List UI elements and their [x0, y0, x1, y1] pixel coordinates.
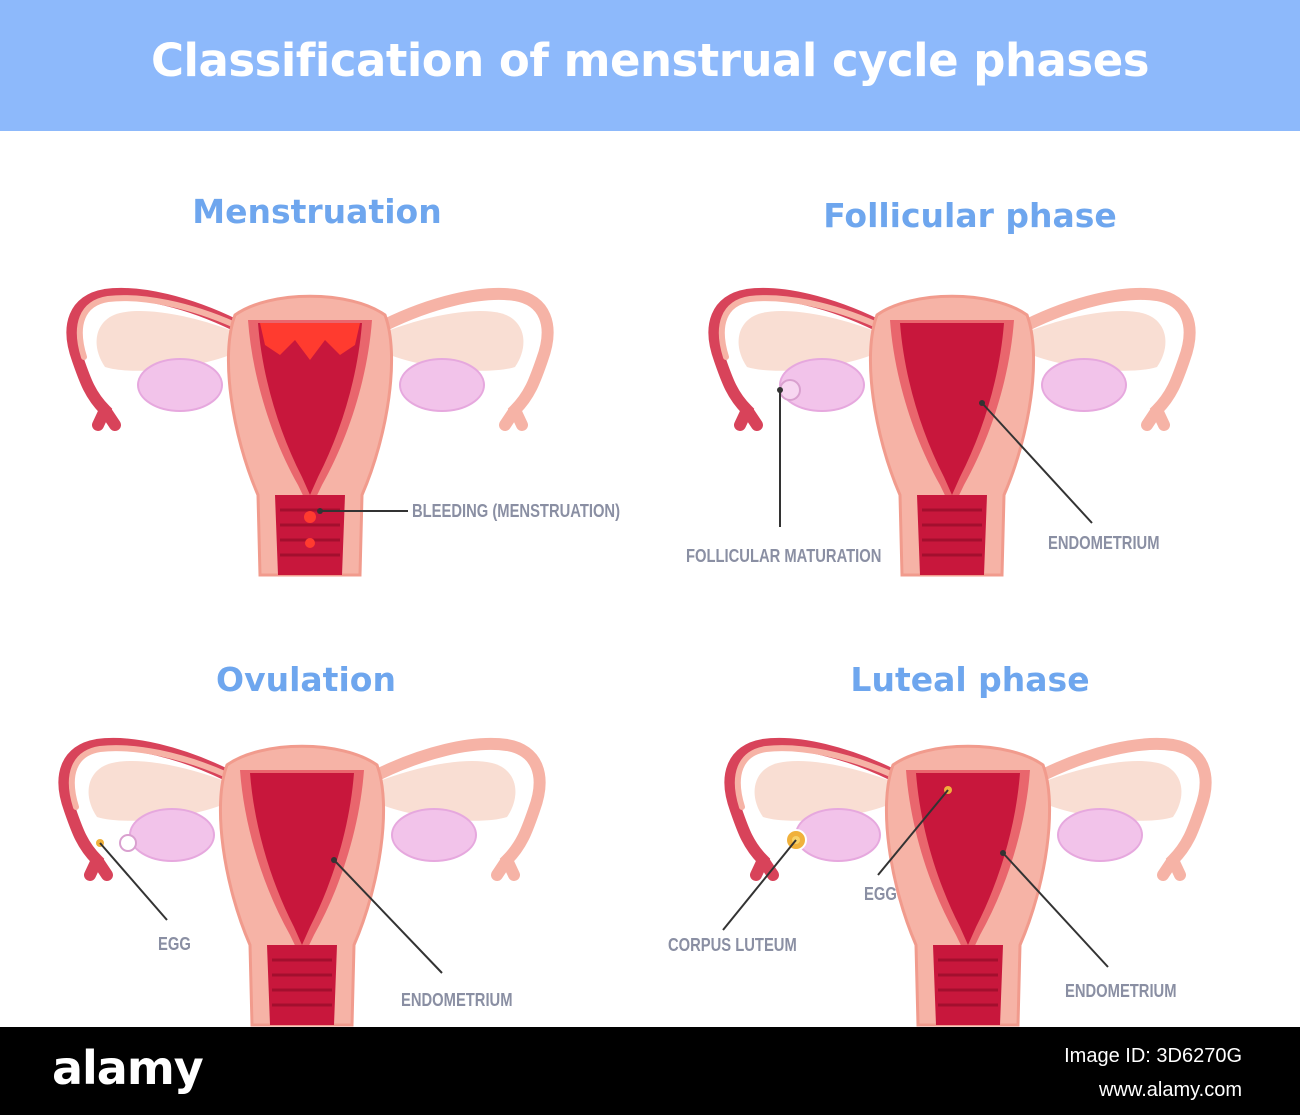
phase-title-follicular: Follicular phase [760, 196, 1180, 235]
footer-url: www.alamy.com [1099, 1079, 1242, 1102]
phase-title-luteal: Luteal phase [760, 660, 1180, 699]
phase-title-ovulation: Ovulation [96, 660, 516, 699]
label-egg-ovulation: EGG [158, 934, 191, 955]
title-banner: Classification of menstrual cycle phases [0, 0, 1300, 131]
phase-title-menstruation: Menstruation [107, 192, 527, 231]
label-bleeding: BLEEDING (MENSTRUATION) [412, 501, 620, 522]
label-corpus-luteum: CORPUS LUTEUM [668, 935, 797, 956]
image-id-text: Image ID: 3D6270G [1064, 1045, 1242, 1068]
footer-bar: alamy Image ID: 3D6270G www.alamy.com [0, 1027, 1300, 1115]
label-endometrium-luteal: ENDOMETRIUM [1065, 981, 1177, 1002]
label-endometrium-follicular: ENDOMETRIUM [1048, 533, 1160, 554]
uterus-diagram-ovulation [62, 735, 542, 1030]
brand-logo: alamy [52, 1041, 203, 1095]
label-egg-luteal: EGG [864, 884, 897, 905]
label-follicular-maturation: FOLLICULAR MATURATION [686, 546, 881, 567]
label-endometrium-ovulation: ENDOMETRIUM [401, 990, 513, 1011]
uterus-diagram-menstruation [70, 285, 550, 580]
page-title: Classification of menstrual cycle phases [0, 34, 1300, 87]
